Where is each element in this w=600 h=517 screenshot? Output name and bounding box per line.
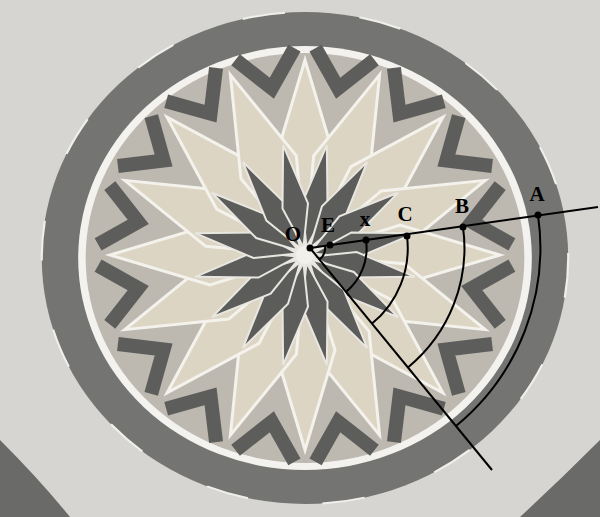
point-label: E [321,215,335,236]
point-label: x [360,209,371,230]
point-label: B [455,196,469,217]
point-label: O [285,224,301,245]
point-label: A [529,184,544,205]
point-label: C [397,204,412,225]
